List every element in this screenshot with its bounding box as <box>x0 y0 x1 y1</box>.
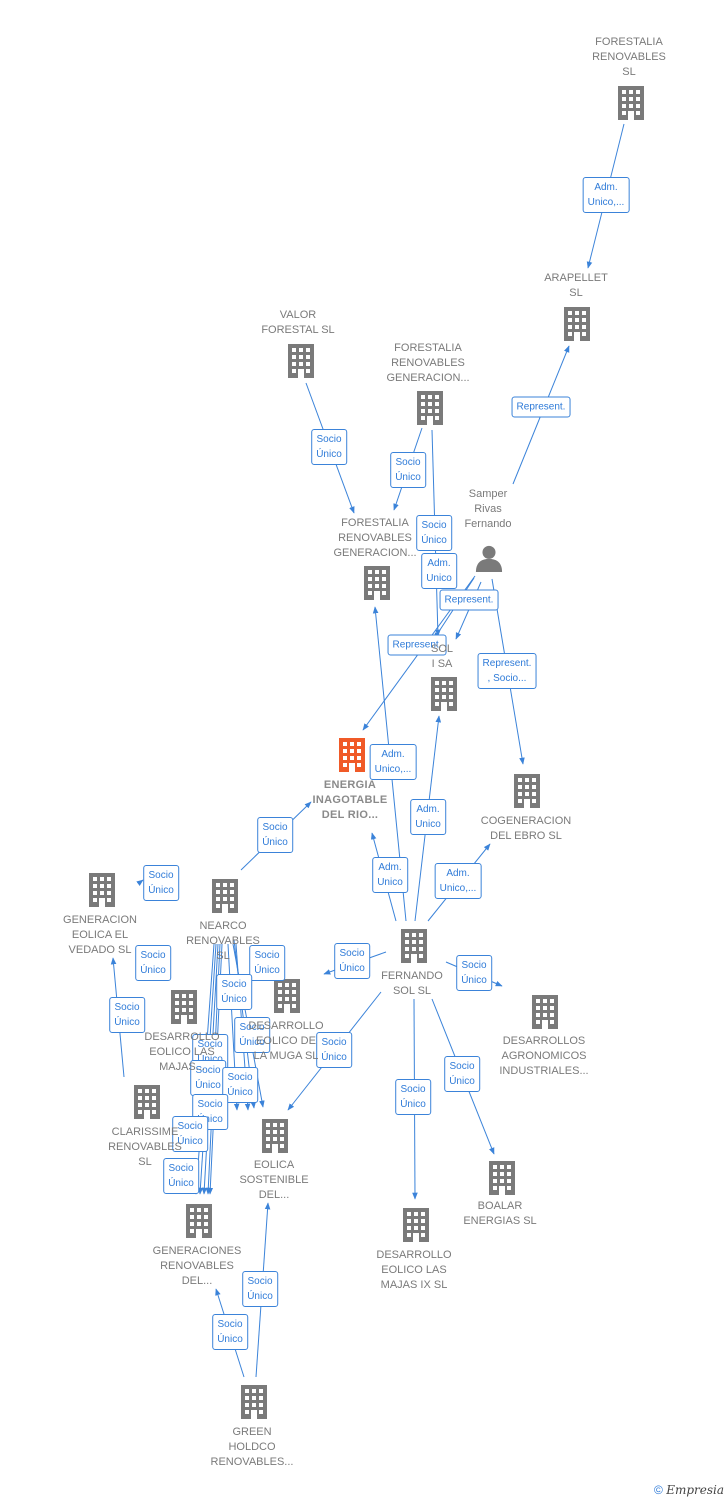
node-label-eolica_sost[interactable]: EOLICA SOSTENIBLE DEL... <box>239 1159 309 1201</box>
node-label-forestalia_top[interactable]: FORESTALIA RENOVABLES SL <box>592 36 666 78</box>
edge-label-e25[interactable]: Socio Único <box>234 1017 270 1053</box>
edge-label-e18[interactable]: Socio Único <box>316 1032 352 1068</box>
node-label-green[interactable]: GREEN HOLDCO RENOVABLES... <box>210 1426 294 1468</box>
node-label-valor[interactable]: VALOR FORESTAL SL <box>261 309 335 336</box>
edge-label-e19[interactable]: Socio Único <box>444 1056 480 1092</box>
brand-logo: Empresia <box>666 1483 724 1497</box>
company-building-icon[interactable] <box>417 391 443 425</box>
company-building-icon[interactable] <box>288 344 314 378</box>
main-company-icon[interactable] <box>339 738 365 772</box>
edge-label-e24[interactable]: Socio Único <box>216 974 252 1010</box>
edge-label-e15[interactable]: Socio Único <box>143 865 179 901</box>
node-label-gen_vedado[interactable]: GENERACION EOLICA EL VEDADO SL <box>63 914 137 956</box>
footer-brand[interactable]: © Empresia <box>654 1483 724 1497</box>
edge-label-e8[interactable]: Represent. <box>387 634 447 656</box>
edge-label-e28[interactable]: Socio Único <box>222 1067 258 1103</box>
edge-label-e20[interactable]: Socio Único <box>395 1079 431 1115</box>
node-label-sol_sa[interactable]: SOL I SA <box>430 643 453 670</box>
edge-gen_vedado-to-nearco <box>136 879 144 887</box>
copyright-symbol: © <box>654 1483 663 1497</box>
node-label-generaciones[interactable]: GENERACIONES RENOVABLES DEL... <box>152 1245 242 1287</box>
edge-label-e21[interactable]: Socio Único <box>109 997 145 1033</box>
edge-label-e11[interactable]: Adm. Unico <box>410 799 446 835</box>
edge-label-e17[interactable]: Socio Único <box>456 955 492 991</box>
node-label-energia[interactable]: ENERGIA INAGOTABLE DEL RIO... <box>312 779 388 821</box>
node-label-fernando_sol[interactable]: FERNANDO SOL SL <box>381 970 443 997</box>
edge-label-e31[interactable]: Socio Único <box>163 1158 199 1194</box>
edge-label-e1[interactable]: Adm. Unico,... <box>582 177 630 213</box>
edge-label-e4[interactable]: Socio Único <box>390 452 426 488</box>
company-building-icon[interactable] <box>403 1208 429 1242</box>
edge-label-e3[interactable]: Socio Único <box>311 429 347 465</box>
edge-label-e9[interactable]: Represent. , Socio... <box>477 653 537 689</box>
edge-label-e5[interactable]: Socio Único <box>416 515 452 551</box>
node-label-boalar[interactable]: BOALAR ENERGIAS SL <box>463 1200 537 1227</box>
company-building-icon[interactable] <box>431 677 457 711</box>
company-building-icon[interactable] <box>364 566 390 600</box>
person-icon[interactable] <box>475 545 503 572</box>
company-building-icon[interactable] <box>514 774 540 808</box>
edge-label-e2[interactable]: Represent. <box>511 396 571 418</box>
edge-label-e14[interactable]: Socio Único <box>257 817 293 853</box>
edge-label-e16[interactable]: Socio Único <box>334 943 370 979</box>
company-building-icon[interactable] <box>618 86 644 120</box>
company-building-icon[interactable] <box>274 979 300 1013</box>
node-label-clarissime[interactable]: CLARISSIME RENOVABLES SL <box>108 1126 182 1168</box>
node-label-des_majas[interactable]: DESARROLLO EOLICO LAS MAJAS... <box>144 1031 220 1073</box>
company-building-icon[interactable] <box>401 929 427 963</box>
node-label-nearco[interactable]: NEARCO RENOVABLES SL <box>186 920 260 962</box>
edge-label-e22[interactable]: Socio Único <box>135 945 171 981</box>
node-label-samper[interactable]: Samper Rivas Fernando <box>464 488 512 530</box>
company-building-icon[interactable] <box>532 995 558 1029</box>
company-building-icon[interactable] <box>134 1085 160 1119</box>
edge-label-e32[interactable]: Socio Único <box>242 1271 278 1307</box>
node-label-forestalia_gen2[interactable]: FORESTALIA RENOVABLES GENERACION... <box>333 517 417 559</box>
company-building-icon[interactable] <box>186 1204 212 1238</box>
company-building-icon[interactable] <box>564 307 590 341</box>
company-building-icon[interactable] <box>171 990 197 1024</box>
node-label-des_agro[interactable]: DESARROLLOS AGRONOMICOS INDUSTRIALES... <box>499 1035 589 1077</box>
edge-label-e7[interactable]: Represent. <box>439 589 499 611</box>
company-building-icon[interactable] <box>262 1119 288 1153</box>
node-label-arapellet[interactable]: ARAPELLET SL <box>544 272 608 299</box>
node-label-forestalia_gen1[interactable]: FORESTALIA RENOVABLES GENERACION... <box>386 342 470 384</box>
node-label-des_muga[interactable]: DESARROLLO EOLICO DE LA MUGA SL <box>248 1020 324 1062</box>
node-label-des_majas_ix[interactable]: DESARROLLO EOLICO LAS MAJAS IX SL <box>376 1249 452 1291</box>
company-building-icon[interactable] <box>489 1161 515 1195</box>
company-building-icon[interactable] <box>212 879 238 913</box>
company-building-icon[interactable] <box>89 873 115 907</box>
edge-label-e23[interactable]: Socio Único <box>249 945 285 981</box>
node-label-cogeneracion[interactable]: COGENERACION DEL EBRO SL <box>480 815 572 842</box>
edge-label-e12[interactable]: Adm. Unico <box>372 857 408 893</box>
edge-label-e10[interactable]: Adm. Unico,... <box>369 744 417 780</box>
edge-label-e30[interactable]: Socio Único <box>172 1116 208 1152</box>
edge-label-e6[interactable]: Adm. Unico <box>421 553 457 589</box>
edge-label-e13[interactable]: Adm. Unico,... <box>434 863 482 899</box>
edge-label-e33[interactable]: Socio Único <box>212 1314 248 1350</box>
company-building-icon[interactable] <box>241 1385 267 1419</box>
